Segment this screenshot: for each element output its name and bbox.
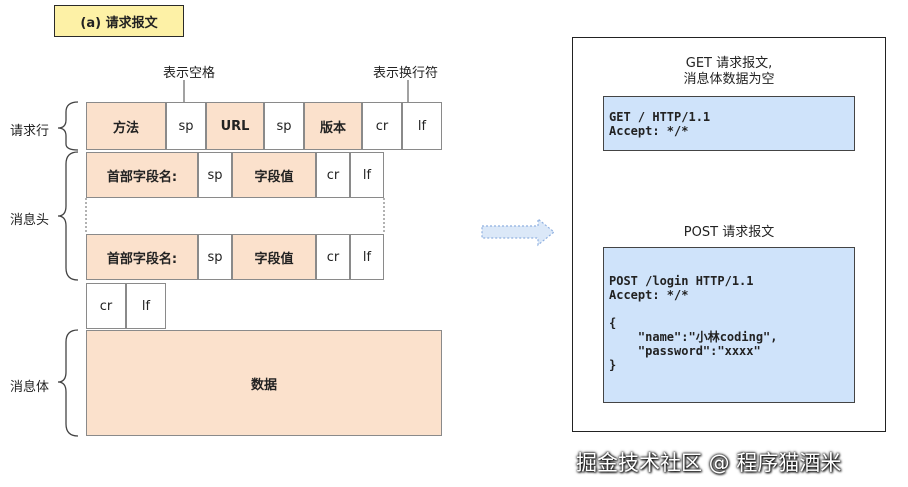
space-annotation: 表示空格: [163, 66, 216, 81]
lf-field: lf: [402, 102, 442, 150]
space-field: sp: [264, 102, 304, 150]
lf-field: lf: [350, 152, 384, 198]
get-note-line2: 消息体数据为空: [683, 72, 775, 87]
space-field: sp: [198, 234, 232, 280]
cr-field: cr: [316, 234, 350, 280]
blank-lf-field: lf: [126, 283, 166, 329]
watermark: 掘金技术社区 @ 程序猫酒米: [576, 451, 842, 475]
body-data-field: 数据: [86, 330, 442, 436]
newline-annotation: 表示换行符: [373, 66, 439, 81]
headers-brace: [57, 151, 79, 281]
header-name-field: 首部字段名:: [86, 234, 198, 280]
diagram-title: (a) 请求报文: [54, 5, 184, 37]
header-name-field: 首部字段名:: [86, 152, 198, 198]
header-value-field: 字段值: [232, 152, 316, 198]
header-value-field: 字段值: [232, 234, 316, 280]
url-field: URL: [206, 102, 264, 150]
request-line-label: 请求行: [10, 124, 50, 139]
transition-arrow: [481, 217, 555, 247]
version-field: 版本: [304, 102, 362, 150]
lf-field: lf: [350, 234, 384, 280]
blank-cr-field: cr: [86, 283, 126, 329]
post-request-code: POST /login HTTP/1.1 Accept: */* { "name…: [603, 247, 855, 403]
request-line-brace: [57, 101, 79, 151]
space-field: sp: [198, 152, 232, 198]
cr-field: cr: [362, 102, 402, 150]
headers-label: 消息头: [10, 213, 50, 228]
body-brace: [57, 329, 79, 437]
cr-field: cr: [316, 152, 350, 198]
get-request-code: GET / HTTP/1.1 Accept: */*: [603, 96, 855, 151]
method-field: 方法: [86, 102, 166, 150]
body-label: 消息体: [10, 380, 50, 395]
get-note-line1: GET 请求报文,: [685, 56, 773, 71]
get-note: GET 请求报文, 消息体数据为空: [572, 56, 886, 88]
space-field: sp: [166, 102, 206, 150]
post-note: POST 请求报文: [683, 225, 775, 240]
